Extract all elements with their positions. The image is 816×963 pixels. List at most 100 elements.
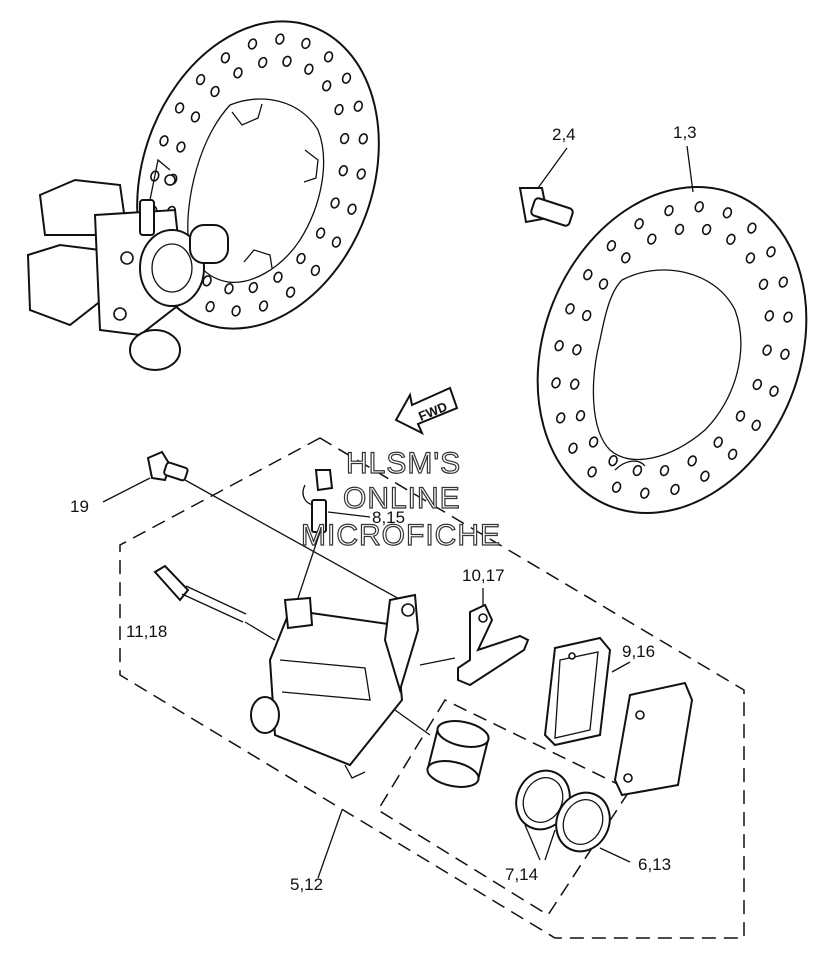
label-19: 19 [70,497,89,516]
disc-hole [611,481,622,493]
disc-hole [694,201,704,213]
disc-hole [174,102,185,114]
disc-hole [700,470,710,482]
disc-hole [321,80,332,92]
brake-pads: 9,16 [543,636,694,797]
disc-hole [713,436,723,448]
disc-hole [659,464,670,477]
disc-hole [323,51,334,63]
disc-hole [248,281,259,294]
disc-hole [701,223,712,236]
disc-hole [353,100,364,112]
label-9-16: 9,16 [622,642,655,661]
disc-hole [330,197,340,209]
disc-hole [588,436,599,448]
label-8-15: 8,15 [372,508,405,527]
disc-hole [551,377,561,389]
disc-hole [565,303,575,315]
disc-hole [572,344,582,356]
disc-hole [598,278,609,290]
disc-hole [634,218,644,230]
disc-hole [621,252,631,264]
watermark: HLSM'S ONLINE MICROFICHE [300,446,501,552]
disc-hole [341,72,352,84]
disc-hole [210,85,220,98]
disc-hole [315,227,326,239]
assembled-caliper [26,158,229,371]
disc-hole [747,222,757,234]
watermark-line-3: MICROFICHE [301,519,501,552]
disc-hole [735,410,746,422]
label-5-12: 5,12 [290,875,323,894]
disc-hole [769,385,779,397]
disc-hole [301,37,311,50]
disc-hole [296,252,306,265]
disc-hole [331,236,342,248]
disc-hole [583,269,593,281]
forward-arrow-icon: FWD [394,386,459,436]
disc-hole [640,487,650,499]
label-10-17: 10,17 [462,566,505,585]
disc-hole [554,340,564,352]
disc-hole [273,271,283,283]
disc-hole [285,286,296,298]
label-2-4: 2,4 [552,125,576,144]
disc-hole [608,455,618,467]
caliper-pin: 11,18 [126,564,276,641]
disc-screw: 2,4 [518,125,576,227]
disc-hole [751,419,761,431]
disc-hole [555,412,566,424]
watermark-line-2: ONLINE [343,482,461,515]
disc-hole [587,466,597,478]
disc-hole [664,204,674,217]
disc-hole [247,38,258,50]
disc-hole [758,278,769,290]
caliper-body: 5,12 [250,593,456,894]
caliper-piston [426,720,490,788]
disc-hole [233,67,243,79]
disc-hole [569,378,580,390]
disc-hole [764,310,775,322]
disc-hole [783,311,793,323]
disc-hole [190,111,201,123]
disc-hole [356,168,366,180]
disc-hole [339,132,350,145]
disc-hole [581,309,592,322]
brake-disc: 1,3 [536,123,808,514]
disc-hole [606,240,617,252]
disc-hole [282,55,292,67]
label-11-18: 11,18 [126,622,167,641]
disc-hole [752,378,763,391]
disc-hole [647,233,657,245]
disc-hole [745,252,756,264]
pad-clip: 10,17 [457,566,530,687]
disc-hole [347,203,357,215]
disc-hole [670,483,680,496]
disc-hole [780,348,790,360]
disc-hole [338,165,349,177]
disc-hole [159,135,169,147]
disc-hole [358,133,369,145]
disc-hole [231,305,241,317]
disc-hole [224,283,234,295]
disc-hole [766,246,776,258]
disc-hole [575,410,586,422]
disc-hole [778,276,789,288]
watermark-line-1: HLSM'S [346,447,461,480]
label-1-3: 1,3 [673,123,697,142]
disc-hole [258,300,269,312]
label-6-13: 6,13 [638,855,671,874]
disc-hole [310,264,321,277]
disc-hole [726,233,736,245]
disc-hole [334,103,344,116]
disc-hole [205,300,215,313]
disc-hole [275,33,285,45]
dust-seal: 6,13 [555,791,671,874]
disc-hole [220,52,231,64]
disc-hole [727,448,738,460]
disc-hole [176,141,186,153]
disc-hole [687,455,697,467]
caliper-assembly-boundary [119,437,745,939]
label-7-14: 7,14 [505,865,538,884]
